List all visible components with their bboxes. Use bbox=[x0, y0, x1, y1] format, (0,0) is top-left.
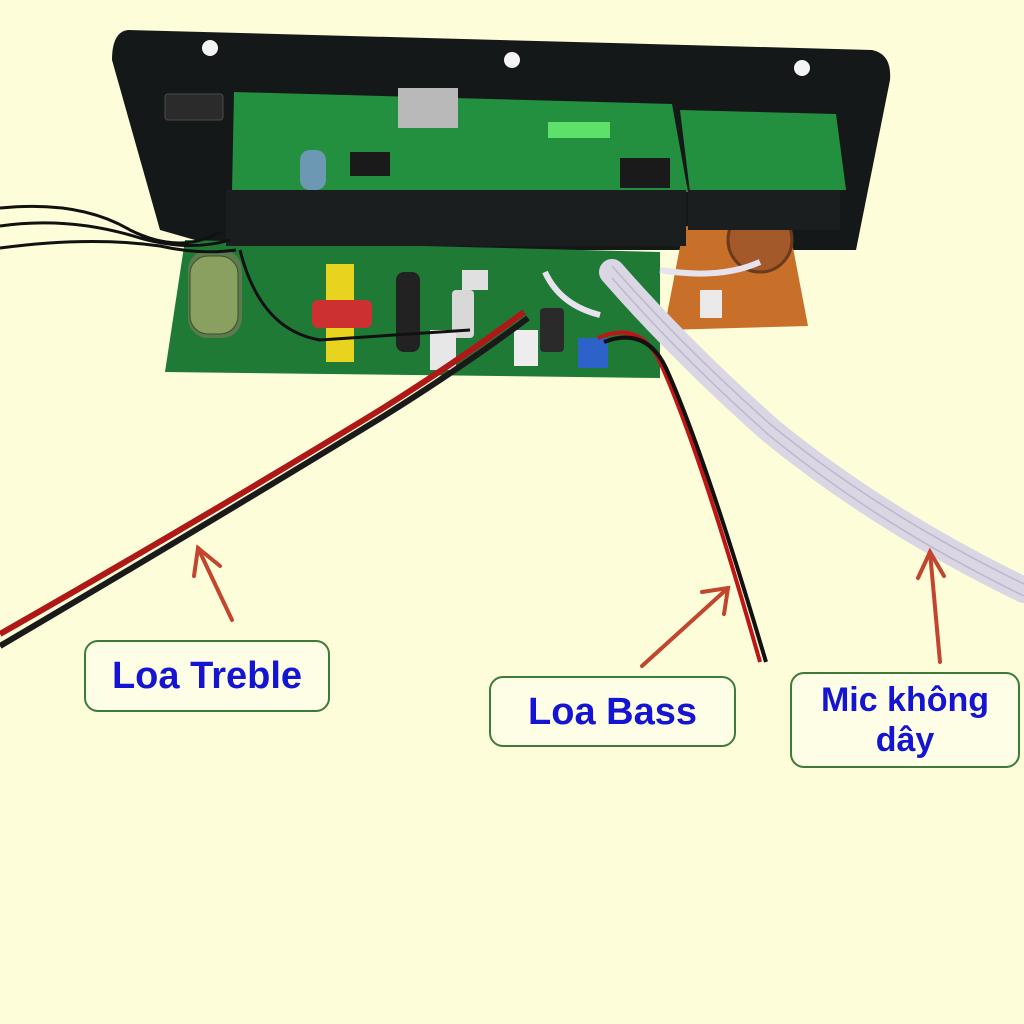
sd-card-slot bbox=[398, 88, 458, 128]
power-switch bbox=[164, 93, 224, 121]
heatsink-block bbox=[226, 190, 686, 246]
treble-speaker-wire bbox=[0, 309, 526, 637]
mounting-hole bbox=[504, 52, 520, 68]
bass-speaker-wire bbox=[597, 330, 762, 663]
lcd-window bbox=[548, 122, 610, 138]
arrow-bass-icon bbox=[640, 585, 731, 668]
capacitor bbox=[189, 255, 239, 335]
power-cable bbox=[0, 204, 471, 342]
mounting-hole bbox=[202, 40, 218, 56]
label-bass-speaker: Loa Bass bbox=[489, 676, 736, 747]
label-treble-speaker: Loa Treble bbox=[84, 640, 330, 712]
label-wireless-mic: Mic không dây bbox=[790, 672, 1020, 768]
right-control-pcb bbox=[680, 110, 846, 192]
white-connector-wires bbox=[542, 259, 762, 318]
arrow-mic-icon bbox=[916, 547, 946, 664]
mounting-hole bbox=[794, 60, 810, 76]
main-amplifier-pcb bbox=[165, 240, 660, 378]
bluetooth-module-pcb bbox=[232, 88, 688, 192]
wireless-mic-ribbon-cable bbox=[599, 259, 1024, 603]
arrow-treble-icon bbox=[192, 544, 234, 622]
